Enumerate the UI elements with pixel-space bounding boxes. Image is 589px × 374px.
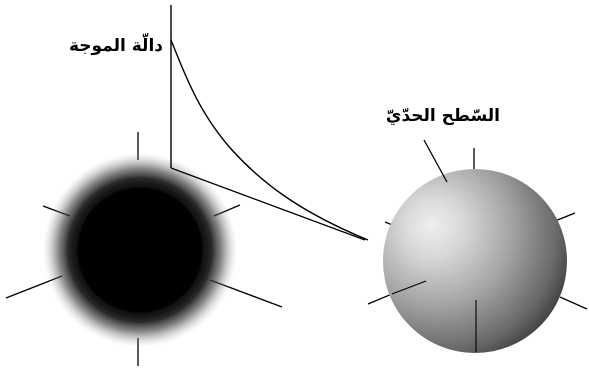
- boundary-sphere-group: [368, 140, 587, 353]
- boundary-sphere: [383, 169, 567, 353]
- fuzzy-sphere-group: [6, 132, 282, 366]
- boundary-surface-leader: [424, 140, 447, 182]
- boundary-axis-right: [555, 213, 575, 221]
- boundary-surface-label: السّطح الحدّيّ: [386, 106, 500, 126]
- boundary-axis-lower-right: [560, 297, 587, 309]
- boundary-axis-lower-left: [368, 294, 392, 304]
- wave-function-label: دالّة الموجة: [69, 32, 163, 56]
